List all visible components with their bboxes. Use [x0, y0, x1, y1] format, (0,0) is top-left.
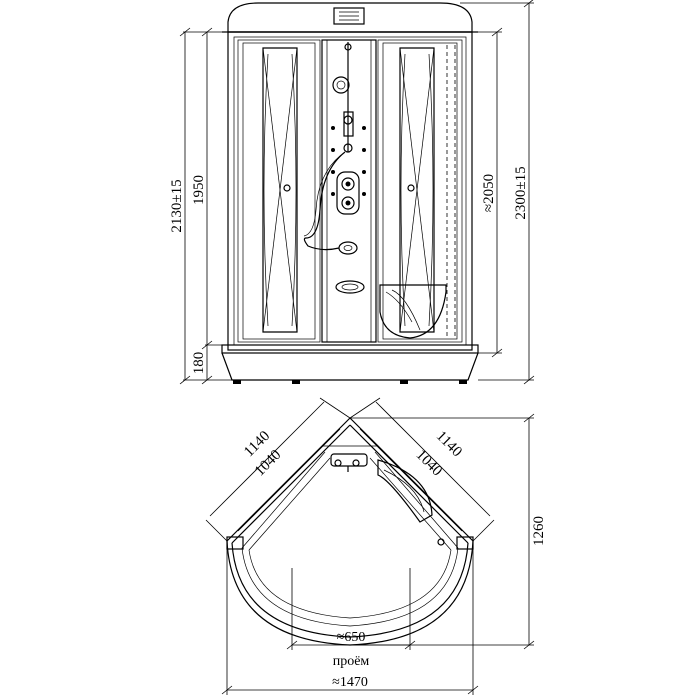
mixer-body	[336, 171, 360, 215]
shower-head-small	[332, 76, 350, 94]
front-view: 2130±15 1950 180 ≈2050 2300±15	[169, 0, 535, 385]
dim-side-inner-right: 1040	[413, 447, 446, 480]
dim-inner-height: ≈2050	[481, 174, 497, 212]
jet-icon	[331, 170, 335, 174]
tray-leg	[400, 380, 408, 384]
roof-vent	[333, 7, 365, 25]
cabin-frame	[227, 31, 473, 351]
jet-icon	[362, 170, 366, 174]
left-door	[237, 39, 321, 343]
right-dimensions: ≈2050 2300±15	[460, 0, 535, 385]
dim-opening-label: проём	[333, 654, 370, 669]
shower-holder	[343, 111, 354, 137]
jet-icon	[331, 192, 335, 196]
mixer-knob-icon	[341, 177, 355, 191]
dim-width: ≈1470	[332, 675, 368, 690]
left-wall	[226, 417, 351, 542]
dim-total-height-outer: 2130±15	[169, 179, 185, 232]
dim-side-outer-right: 1140	[433, 428, 465, 460]
right-door	[377, 39, 463, 343]
spout	[338, 241, 358, 255]
jet-icon	[331, 126, 335, 130]
dim-total-height: 2300±15	[513, 166, 529, 219]
seat-top	[377, 459, 433, 523]
jet-icon	[331, 148, 335, 152]
dim-tray-height: 180	[191, 352, 207, 375]
right-door-handle	[407, 184, 415, 192]
central-panel	[303, 39, 377, 343]
tray-leg	[292, 380, 300, 384]
shower-tray	[221, 344, 479, 384]
dim-depth: 1260	[531, 516, 547, 546]
shower-hose	[303, 151, 346, 251]
dim-opening: ≈650	[337, 630, 366, 645]
tray-leg	[459, 380, 467, 384]
tray-leg	[233, 380, 241, 384]
left-dimensions: 2130±15 1950 180	[169, 27, 232, 385]
roof-dome	[227, 2, 473, 33]
folding-seat	[379, 284, 447, 339]
drain-icon	[437, 538, 445, 546]
mixer-knob-icon	[341, 196, 355, 210]
jet-icon	[362, 148, 366, 152]
jet-icon	[362, 126, 366, 130]
jet-icon	[362, 192, 366, 196]
right-wall	[349, 417, 474, 542]
top-view: 1140 1040 1140 1040 1260 ≈650 проём ≈147…	[205, 397, 547, 695]
left-door-handle	[283, 184, 291, 192]
dim-glass-height: 1950	[191, 175, 207, 205]
mixer-top	[330, 453, 368, 467]
soap-shelf	[335, 280, 365, 294]
